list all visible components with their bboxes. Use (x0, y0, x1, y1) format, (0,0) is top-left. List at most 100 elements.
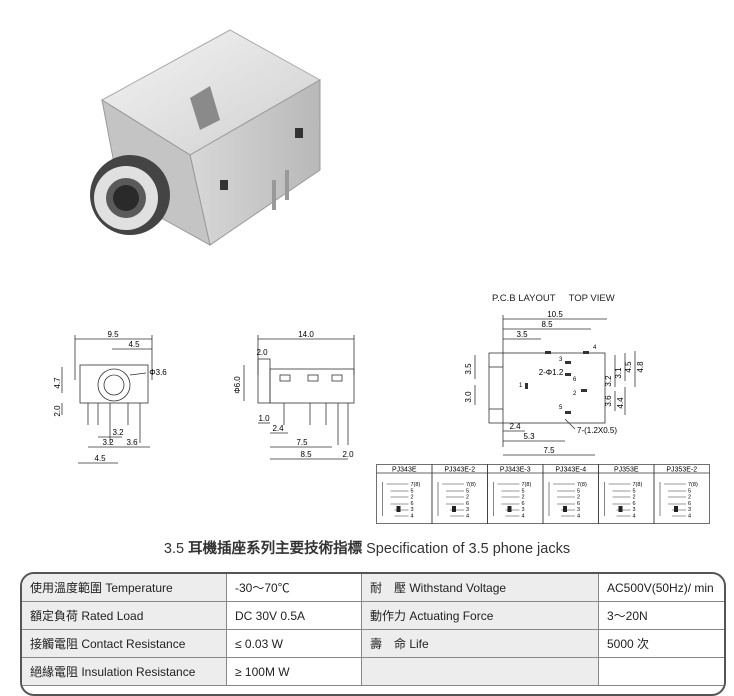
pcb-dim-4: 3.1 (614, 367, 623, 379)
spec-cell: 動作力 Actuating Force (361, 601, 599, 630)
spec-cell: 額定負荷 Rated Load (22, 601, 227, 630)
spec-table: 使用溫度範圍 Temperature -30～70℃ 耐 壓 Withstand… (20, 572, 726, 696)
schematic-pin-label: 7(8) (466, 482, 476, 488)
front-dim-1: 4.5 (128, 340, 140, 349)
schematic-pin-label: 4 (522, 514, 525, 520)
schematic-pin-label: 5 (411, 488, 414, 494)
schematic-tab-label: PJ343E-2 (444, 467, 475, 474)
schematic-pin-label: 2 (577, 495, 580, 501)
schematic-pin-label: 2 (411, 495, 414, 501)
schematic-symbol (493, 482, 520, 517)
side-dim-6: 8.5 (300, 450, 312, 459)
schematic-pin-label: 2 (466, 495, 469, 501)
spec-title: 3.5 耳機插座系列主要技術指標 Specification of 3.5 ph… (0, 537, 734, 558)
side-view-drawing: 14.0 2.0 Φ6.0 1.0 2.4 7.5 8.5 2.0 (233, 330, 355, 460)
schematic-pin-label: 4 (466, 514, 469, 520)
spec-cell: 壽 命 Life (361, 629, 599, 658)
pcb-dim-8: 3.6 (604, 395, 613, 407)
schematic-box (653, 464, 710, 524)
pcb-dim-3: 2-Φ1.2 (539, 368, 564, 377)
side-dim-1: 2.0 (256, 348, 268, 357)
schematic-pin-label: 3 (522, 507, 525, 513)
side-dim-2: Φ6.0 (233, 376, 242, 394)
spec-title-num: 3.5 (163, 541, 185, 557)
schematic-pin-label: 3 (577, 507, 580, 513)
spec-cell: AC500V(50Hz)/ min (598, 574, 724, 602)
schematic-tab-label: PJ353E-2 (666, 467, 697, 474)
pcb-pin-5: 5 (559, 405, 563, 411)
schematic-contact (507, 506, 512, 512)
schematic-pin-label: 5 (633, 488, 636, 494)
schematic-tab-label: PJ353E (614, 467, 639, 474)
side-dim-3: 1.0 (258, 414, 270, 423)
side-dim-5: 7.5 (296, 438, 308, 447)
schematic-symbol (382, 482, 409, 517)
schematic-pin-label: 5 (466, 488, 469, 494)
pcb-dim-11: 3.0 (464, 391, 473, 403)
schematic-pin-label: 6 (522, 501, 525, 507)
pcb-pin-2: 6 (573, 377, 577, 383)
pcb-pin-0: 4 (593, 345, 597, 351)
schematic-pin-label: 3 (633, 507, 636, 513)
schematic-symbol (437, 482, 464, 517)
table-row: 接觸電阻 Contact Resistance ≤ 0.03 W 壽 命 Lif… (22, 629, 724, 658)
schematic-pin-label: 6 (577, 501, 580, 507)
schematic-pin-label: 5 (522, 488, 525, 494)
spec-cell (598, 657, 724, 686)
schematic-pin-label: 7(8) (411, 482, 421, 488)
schematic-svg: PJ343E7(8)52634PJ343E-27(8)52634PJ343E-3… (376, 464, 710, 524)
spec-cell: 絕緣電阻 Insulation Resistance (22, 657, 227, 686)
schematic-contact (452, 506, 456, 512)
schematic-pin-label: 2 (688, 495, 691, 501)
schematic-pin-label: 5 (688, 488, 691, 494)
pcb-header: P.C.B LAYOUT TOP VIEW (492, 293, 615, 304)
pcb-dim-2: 3.5 (516, 330, 528, 339)
pcb-layout-drawing: 10.5 8.5 3.5 2-Φ1.2 3.1 3.2 4.5 4.8 3.6 … (464, 310, 645, 456)
spec-title-en: Specification of 3.5 phone jacks (366, 541, 571, 557)
pcb-dim-9: 4.4 (616, 397, 625, 409)
schematic-pin-label: 6 (688, 501, 691, 507)
pcb-dim-12: 2.4 (509, 422, 521, 431)
front-dim-3: 4.7 (53, 377, 62, 389)
spec-cell: -30～70℃ (226, 574, 362, 602)
schematic-tab-label: PJ343E-3 (500, 467, 531, 474)
schematic-contact (396, 506, 401, 512)
schematic-pin-label: 7(8) (577, 482, 587, 488)
spec-cell: ≤ 0.03 W (226, 629, 362, 658)
pcb-pin-4: 1 (519, 383, 523, 389)
schematic-pin-label: 4 (633, 514, 636, 520)
pcb-pin-3: 2 (573, 391, 577, 397)
spec-cell: 接觸電阻 Contact Resistance (22, 629, 227, 658)
spec-title-cn: 耳機插座系列主要技術指標 (188, 541, 363, 557)
schematic-contact (674, 506, 678, 512)
schematic-pin-label: 2 (633, 495, 636, 501)
table-row: 絕緣電阻 Insulation Resistance ≥ 100M W (22, 657, 724, 686)
schematic-pin-label: 6 (633, 501, 636, 507)
side-dim-0: 14.0 (298, 330, 314, 339)
schematic-pin-label: 5 (577, 488, 580, 494)
table-row: 額定負荷 Rated Load DC 30V 0.5A 動作力 Actuatin… (22, 601, 724, 630)
schematic-pin-label: 4 (688, 514, 691, 520)
schematic-tab-label: PJ343E (392, 467, 417, 474)
side-dim-4: 2.4 (272, 424, 284, 433)
pcb-title: P.C.B LAYOUT (492, 293, 556, 304)
front-dim-4: 2.0 (53, 405, 62, 417)
pcb-dim-1: 8.5 (541, 320, 553, 329)
front-dim-2: Φ3.6 (149, 368, 167, 377)
pcb-dim-14: 7.5 (543, 446, 555, 455)
pcb-dim-7: 4.8 (636, 361, 645, 373)
spec-cell (361, 657, 599, 686)
pcb-dim-15: 7-(1.2X0.5) (577, 426, 617, 435)
schematic-pin-label: 3 (688, 507, 691, 513)
pcb-dim-10: 3.5 (464, 363, 473, 375)
pcb-dim-13: 5.3 (523, 432, 535, 441)
schematic-symbol (548, 482, 575, 517)
table-row: 使用溫度範圍 Temperature -30～70℃ 耐 壓 Withstand… (22, 574, 724, 602)
side-dim-7: 2.0 (342, 450, 354, 459)
pcb-dim-0: 10.5 (547, 310, 563, 319)
pcb-pin-1: 3 (559, 357, 563, 363)
schematic-pin-label: 3 (411, 507, 414, 513)
schematic-pin-label: 6 (411, 501, 414, 507)
spec-cell: 耐 壓 Withstand Voltage (361, 574, 599, 602)
spec-cell: 使用溫度範圍 Temperature (22, 574, 227, 602)
